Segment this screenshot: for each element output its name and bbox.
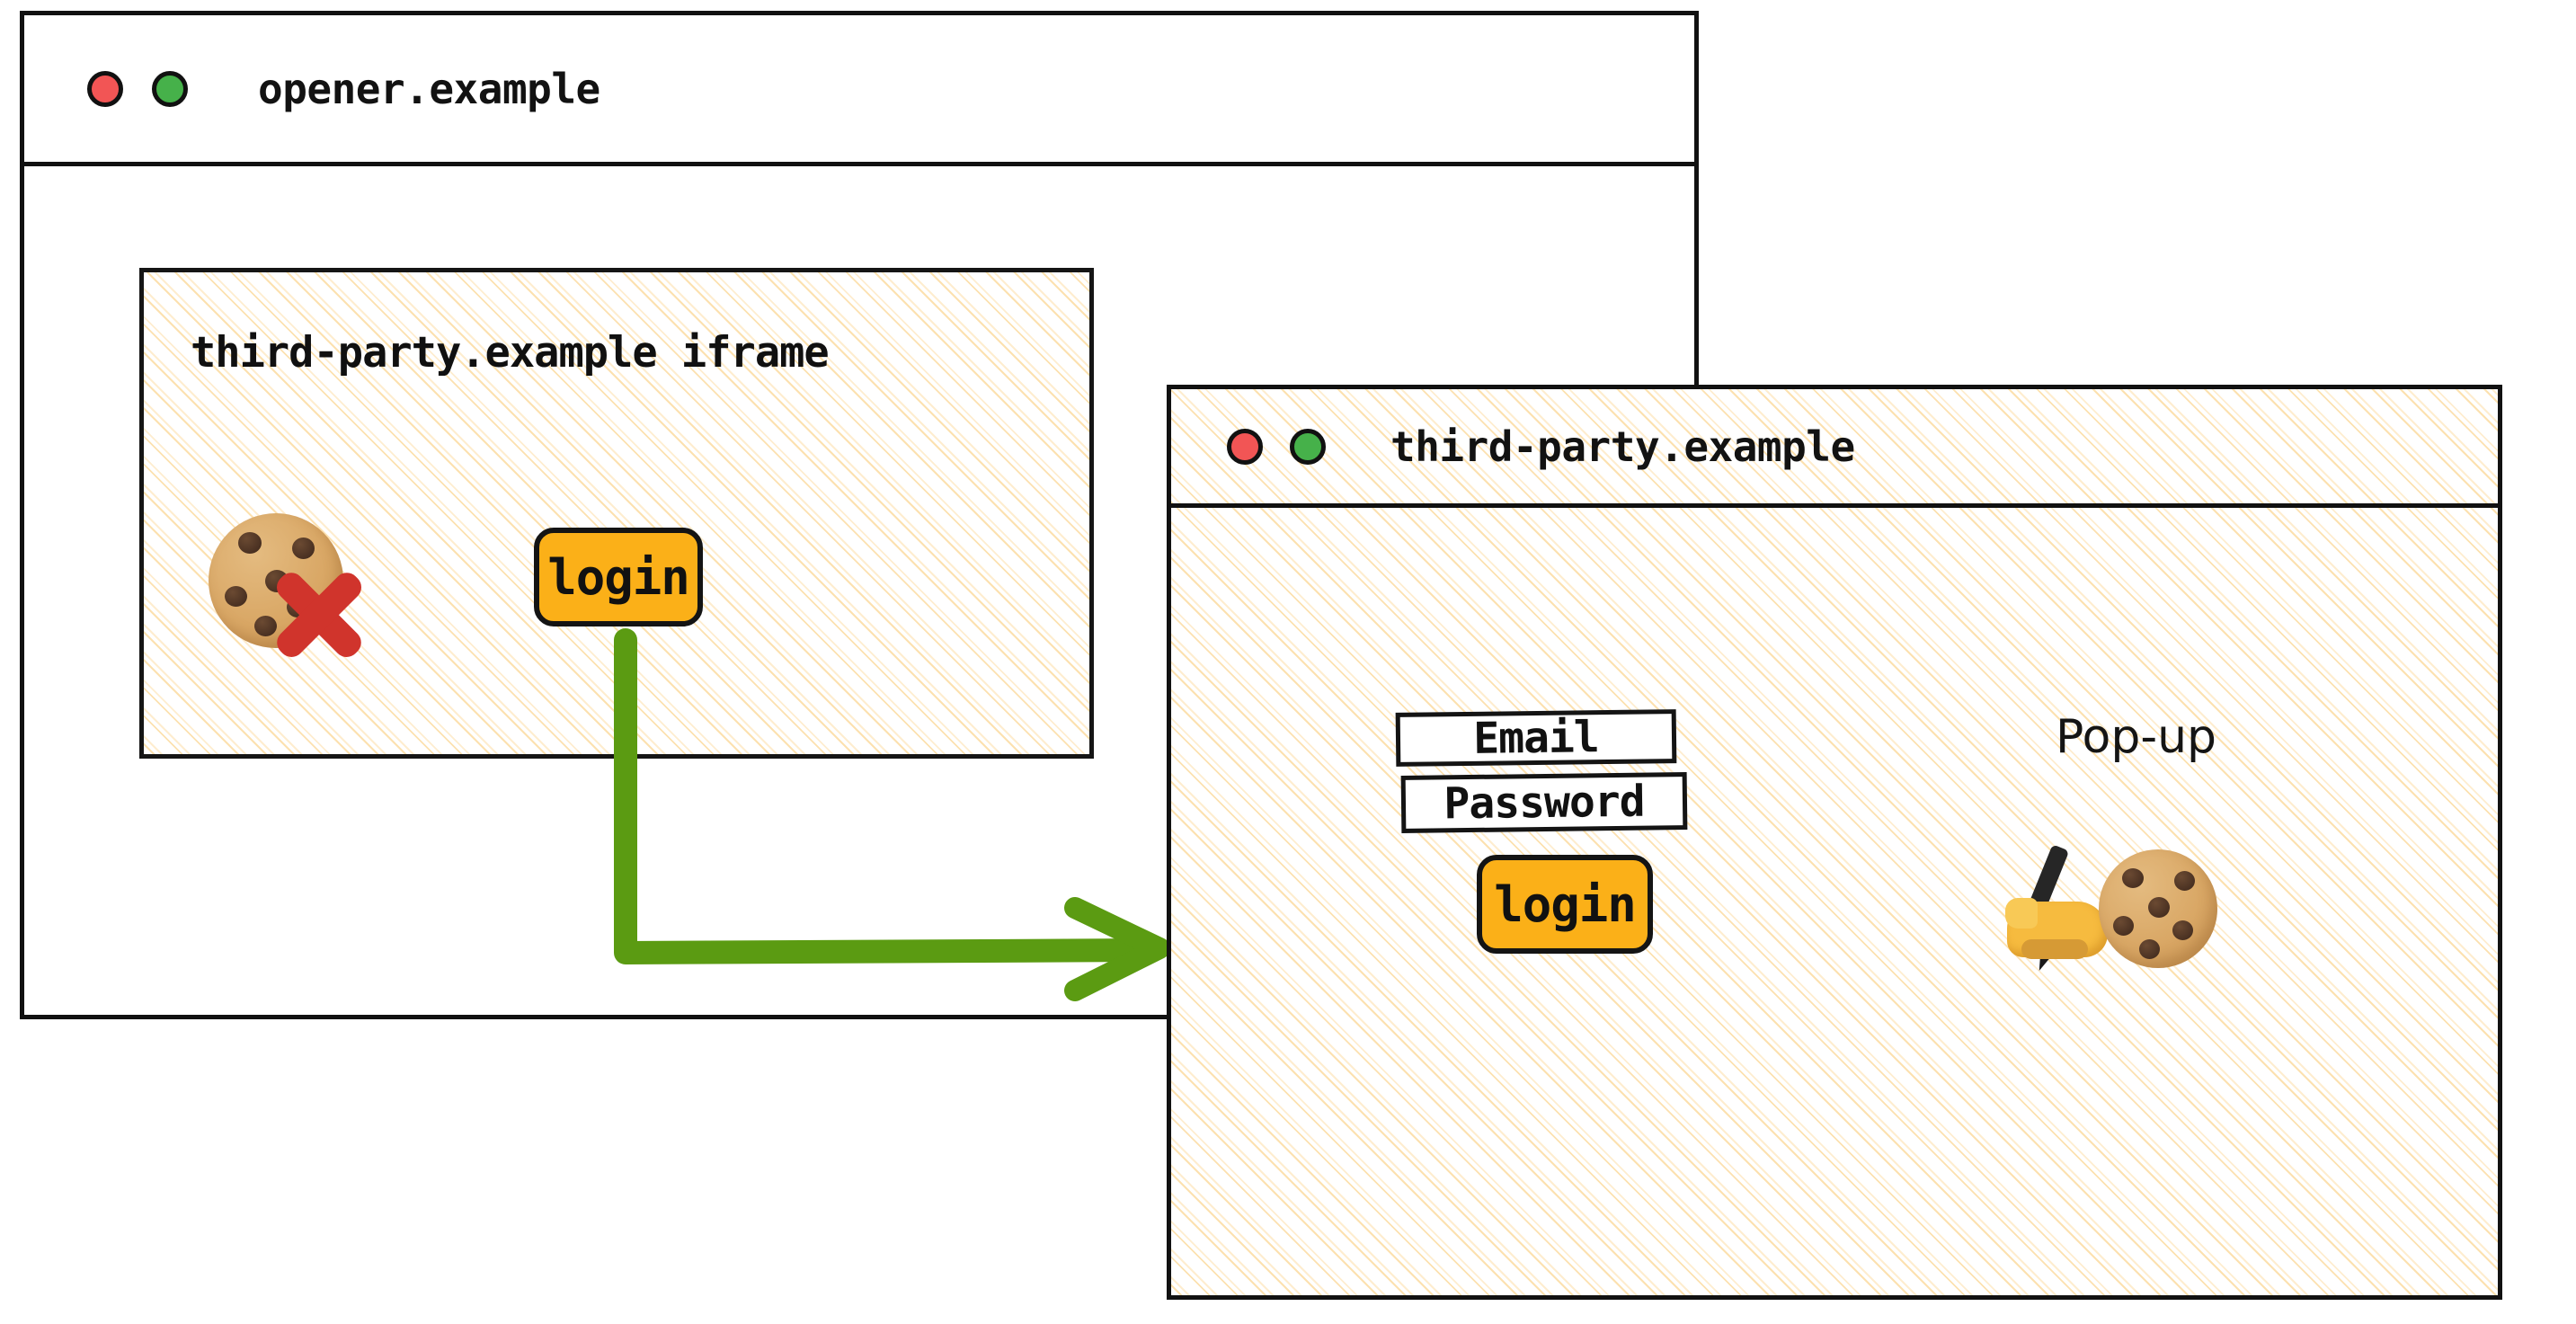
iframe-login-button[interactable]: login [534,528,703,626]
popup-browser-window: third-party.example Pop-up Email Passwor… [1167,385,2502,1300]
opener-titlebar: opener.example [24,15,1694,166]
iframe-cookie-blocked-group [209,513,388,675]
popup-annotation-label: Pop-up [2056,710,2217,764]
password-field[interactable]: Password [1400,772,1688,833]
close-button-dot[interactable] [87,70,123,107]
popup-login-button[interactable]: login [1477,855,1653,954]
cookie-icon [2099,849,2217,968]
popup-window-title: third-party.example [1390,422,1855,471]
close-button-dot[interactable] [1227,428,1263,465]
writing-hand-icon [2005,844,2149,972]
popup-titlebar: third-party.example [1171,389,2498,508]
maximize-button-dot[interactable] [152,70,188,107]
opener-window-title: opener.example [258,64,600,113]
maximize-button-dot[interactable] [1290,428,1326,465]
email-field[interactable]: Email [1395,709,1677,767]
iframe-title-label: third-party.example iframe [191,328,830,378]
